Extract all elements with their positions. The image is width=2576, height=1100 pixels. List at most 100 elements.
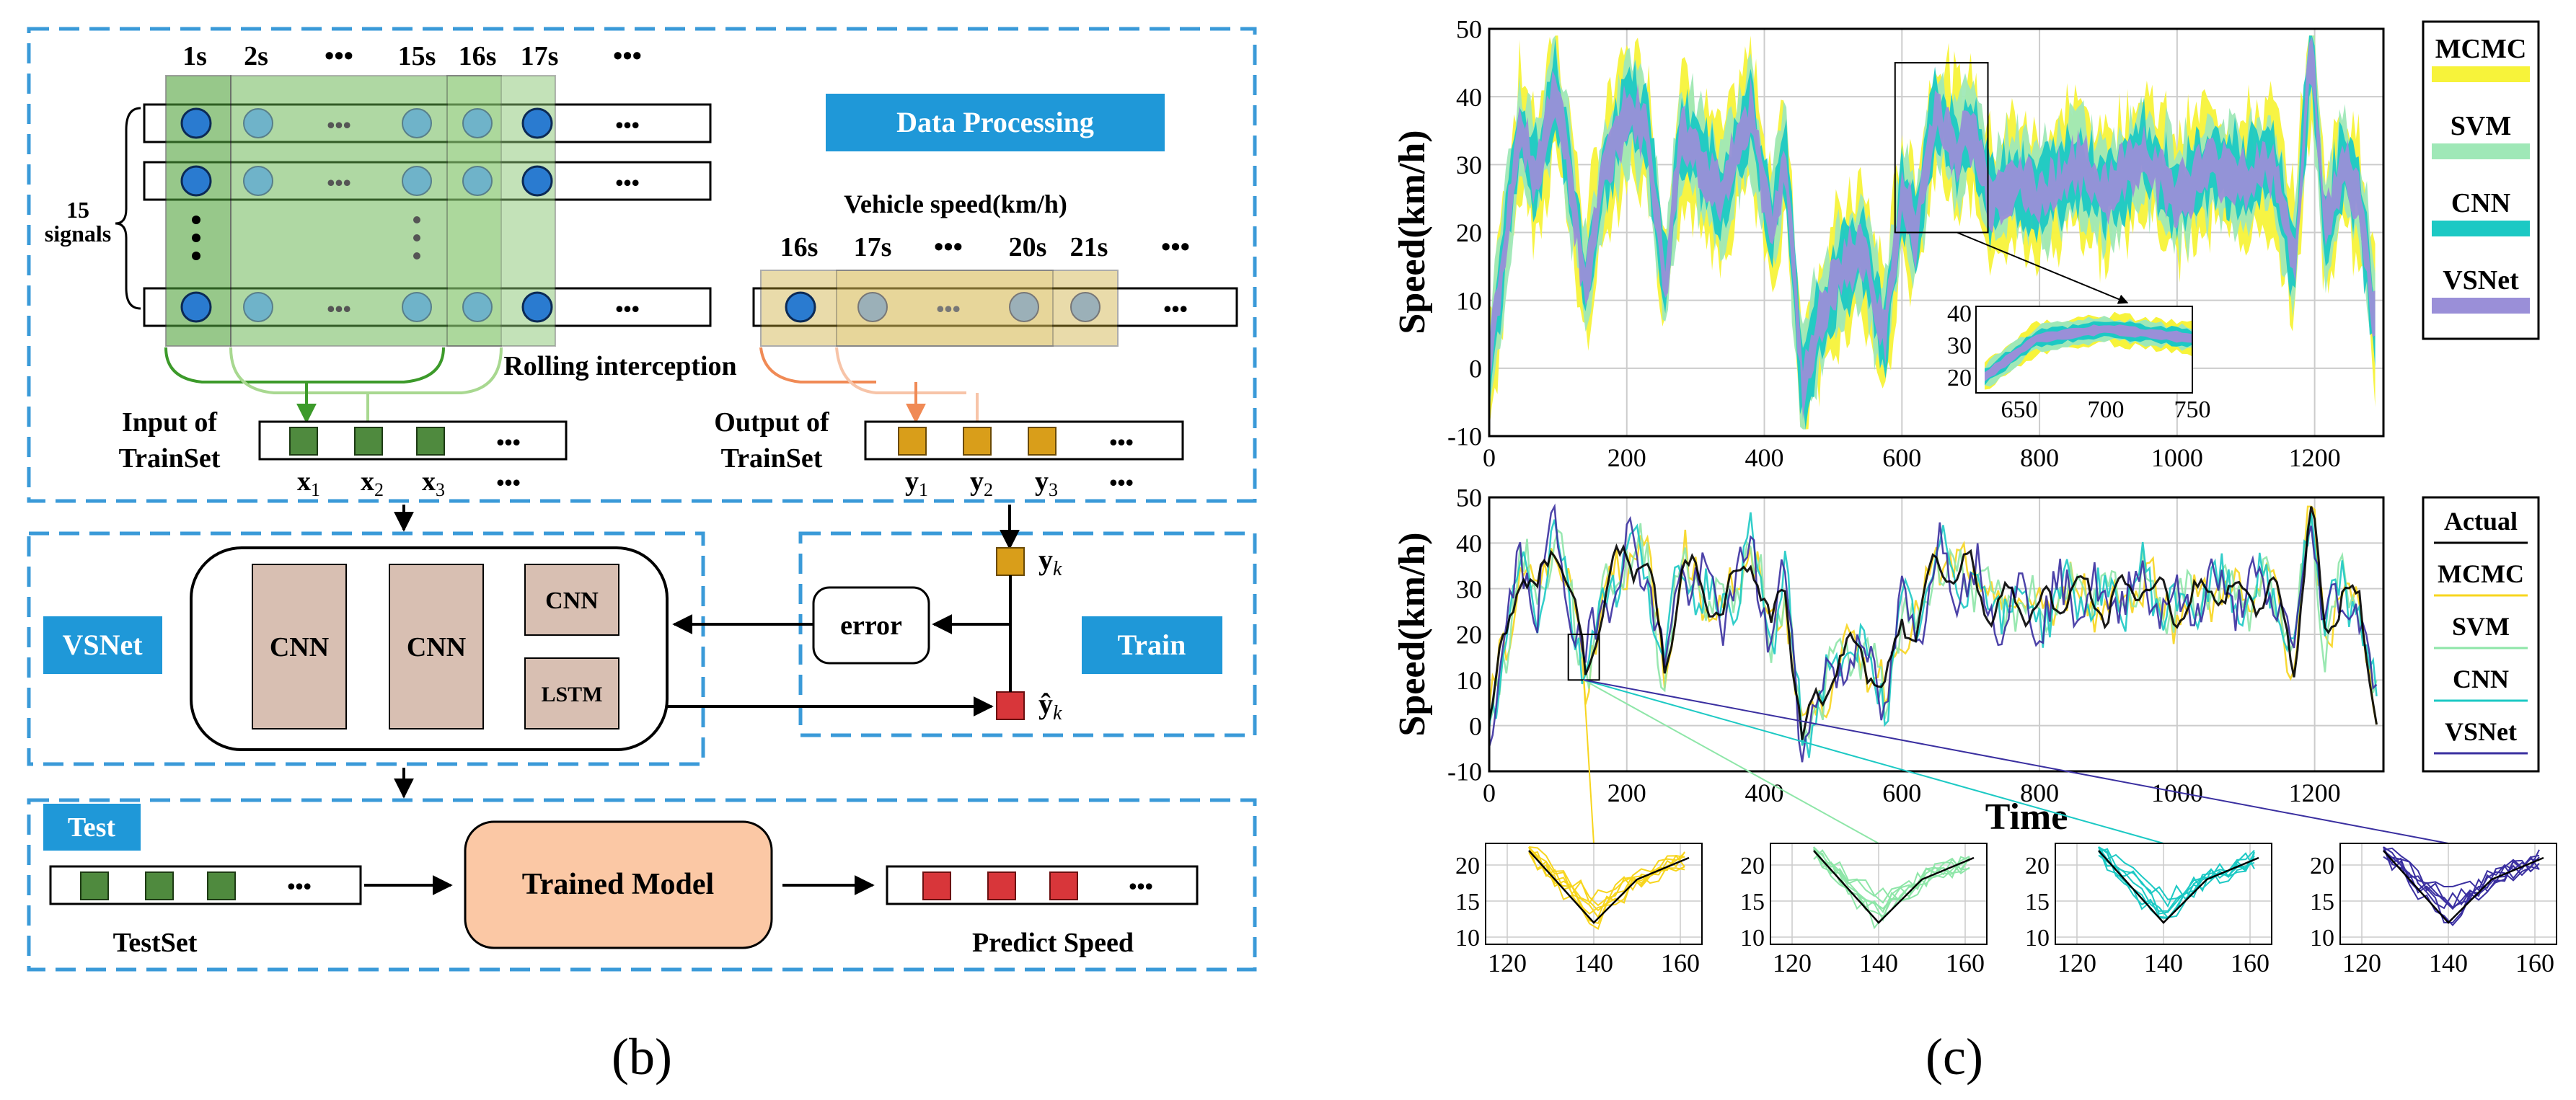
x-tick-label: 1200 — [2289, 779, 2341, 807]
zoom-y-tick: 20 — [2310, 853, 2334, 879]
y-tick-label: 10 — [1456, 286, 1482, 315]
time-label: 17s — [521, 41, 559, 71]
x-sub: 1 — [311, 479, 320, 500]
zoom-frame — [1770, 843, 1988, 945]
x-tick-label: 1200 — [2289, 443, 2341, 472]
zoom-x-tick: 120 — [2342, 949, 2381, 977]
chart-axes — [1488, 496, 2385, 773]
y-tick-label: 50 — [1456, 484, 1482, 513]
y-label: y — [905, 466, 919, 497]
x-tick-label: 200 — [1607, 779, 1646, 807]
input-label-line1: Input of — [122, 407, 218, 438]
vsnet-badge — [43, 616, 162, 674]
output-label-line1: Output of — [714, 407, 830, 438]
trained-model-label: Trained Model — [522, 868, 714, 901]
zoom-series-cnn — [2098, 852, 2255, 900]
signals-brace — [115, 107, 141, 310]
input-ellipsis: ••• — [496, 429, 521, 455]
zoom-series-svm — [1813, 851, 1970, 913]
zoom-x-tick: 140 — [1859, 949, 1898, 977]
zoom-x-tick: 140 — [2144, 949, 2183, 977]
time-labels: 1s 2s ••• 15s 16s 17s ••• — [182, 41, 642, 71]
y-tick-label: -10 — [1447, 422, 1482, 451]
test-frame — [27, 798, 1257, 972]
series-vsnet — [1488, 503, 2378, 763]
predict-squares — [922, 871, 1078, 900]
zoom-y-tick: 10 — [2310, 925, 2334, 952]
rolling-curve — [164, 347, 445, 383]
zoom-frame — [2055, 843, 2272, 945]
time-label: ••• — [325, 41, 353, 71]
svg-text:y3: y3 — [1035, 466, 1058, 500]
data-processing-label: Data Processing — [896, 106, 1094, 138]
signals-count: 15 — [66, 197, 89, 223]
legend-label: CNN — [2451, 188, 2510, 218]
zoom-y-tick: 20 — [1740, 853, 1765, 879]
x-label: x — [297, 466, 311, 497]
y-tick-label: 30 — [1456, 575, 1482, 603]
plot-frame — [1488, 27, 2385, 438]
speed-time-labels: 16s 17s ••• 20s 21s ••• — [780, 232, 1190, 262]
inset-x-tick: 650 — [2001, 396, 2038, 423]
y-label: y — [1035, 466, 1049, 497]
zoom-series-svm — [1813, 846, 1970, 902]
testset-ellipsis: ••• — [287, 873, 312, 899]
x-tick-label: 400 — [1745, 779, 1784, 807]
zoom-y-tick: 20 — [1455, 853, 1480, 879]
zoom-connector — [1583, 679, 2449, 844]
yhat-label: ŷ — [1038, 688, 1053, 720]
zoom-y-tick: 15 — [1740, 889, 1765, 915]
zoom-connector — [1583, 680, 1594, 844]
time-label: 15s — [398, 41, 436, 71]
svg-text:ŷk: ŷk — [1038, 688, 1062, 724]
testset-squares — [80, 871, 236, 900]
series-actual — [1488, 506, 2378, 740]
svg-text:y1: y1 — [905, 466, 928, 500]
zoom-actual — [2098, 850, 2259, 924]
zoom-x-tick: 120 — [1488, 949, 1527, 977]
rolling-label: Rolling interception — [503, 351, 736, 381]
inset-y-tick: 20 — [1947, 365, 1972, 391]
x-tick-label: 200 — [1607, 443, 1646, 472]
data-processing-badge — [826, 94, 1165, 151]
inset-x-tick: 700 — [2088, 396, 2125, 423]
cnn-block-1 — [252, 564, 347, 729]
svg-text:x2: x2 — [361, 466, 384, 500]
cnn-block-3 — [524, 564, 619, 636]
x-tick-label: 400 — [1745, 443, 1784, 472]
cnn-block-2-label: CNN — [407, 632, 466, 662]
time-label: 2s — [244, 41, 268, 71]
y-tick-label: 0 — [1469, 711, 1482, 740]
zoom-x-tick: 160 — [1946, 949, 1985, 977]
yhat-sub: k — [1053, 702, 1062, 724]
zoom-frame — [2339, 843, 2557, 945]
x-tick-label: 0 — [1483, 443, 1496, 472]
zoom-region — [1894, 62, 1989, 234]
y-axis-label: Speed(km/h) — [1392, 130, 1433, 334]
cnn-block-2 — [389, 564, 484, 729]
zoom-x-tick: 160 — [1661, 949, 1700, 977]
y-tick-label: 20 — [1456, 621, 1482, 649]
inset-band — [1985, 324, 2192, 382]
time-label: 1s — [182, 41, 207, 71]
y-label: y — [970, 466, 984, 497]
zoom-series-cnn — [2098, 846, 2255, 908]
row-dots: ••• ••• ••• ••• ••• ••• — [327, 112, 640, 321]
legend-swatch — [2432, 66, 2530, 82]
y-tick-label: 40 — [1456, 529, 1482, 558]
x-tick-label: 1000 — [2151, 779, 2203, 807]
y-tick-label: 10 — [1456, 666, 1482, 695]
window-middle — [230, 75, 502, 347]
signal-dots — [180, 107, 553, 323]
yhat-square — [996, 691, 1025, 720]
legend-label: VSNet — [2445, 717, 2517, 746]
row-ellipsis: ••• — [615, 169, 640, 195]
y-tick-label: 0 — [1469, 354, 1482, 383]
caption-c: (c) — [1926, 1028, 1983, 1086]
signals-text: signals — [45, 221, 111, 247]
zoom-x-tick: 120 — [2057, 949, 2096, 977]
x-tick-label: 800 — [2020, 443, 2059, 472]
legend-swatch — [2432, 298, 2530, 314]
